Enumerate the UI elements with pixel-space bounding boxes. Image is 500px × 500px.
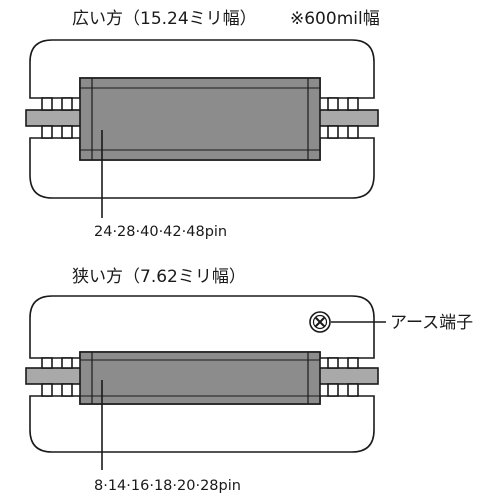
wide-note: ※600mil幅 (290, 9, 380, 29)
narrow-title: 狭い方（7.62ミリ幅） (72, 267, 246, 287)
narrow-pin-mark (61, 383, 73, 397)
wide-pin-mark (327, 97, 339, 111)
wide-socket (25, 39, 379, 199)
narrow-pin-label: 8·14·16·18·20·28pin (94, 478, 241, 494)
wide-pin-label: 24·28·40·42·48pin (94, 224, 227, 240)
ground-label: アース端子 (390, 313, 473, 333)
wide-title: 広い方（15.24ミリ幅） (72, 9, 257, 29)
narrow-left-rail (25, 367, 85, 385)
wide-pin-mark (41, 97, 53, 111)
wide-right-rail (315, 109, 379, 127)
narrow-pin-mark (327, 357, 339, 369)
narrow-pin-mark (41, 357, 53, 369)
ground-screw-icon (309, 311, 331, 333)
narrow-socket-body (79, 351, 321, 405)
narrow-pin-mark (41, 383, 53, 397)
wide-pin-mark (347, 125, 359, 139)
wide-pin-mark (61, 97, 73, 111)
narrow-pin-mark (347, 383, 359, 397)
narrow-socket (25, 295, 379, 453)
wide-pin-mark (41, 125, 53, 139)
narrow-pin-mark (61, 357, 73, 369)
narrow-right-rail (315, 367, 379, 385)
wide-pin-mark (61, 125, 73, 139)
wide-pin-mark (327, 125, 339, 139)
narrow-pin-mark (327, 383, 339, 397)
wide-left-rail (25, 109, 85, 127)
wide-socket-body (79, 77, 321, 161)
narrow-pin-mark (347, 357, 359, 369)
wide-pin-mark (347, 97, 359, 111)
